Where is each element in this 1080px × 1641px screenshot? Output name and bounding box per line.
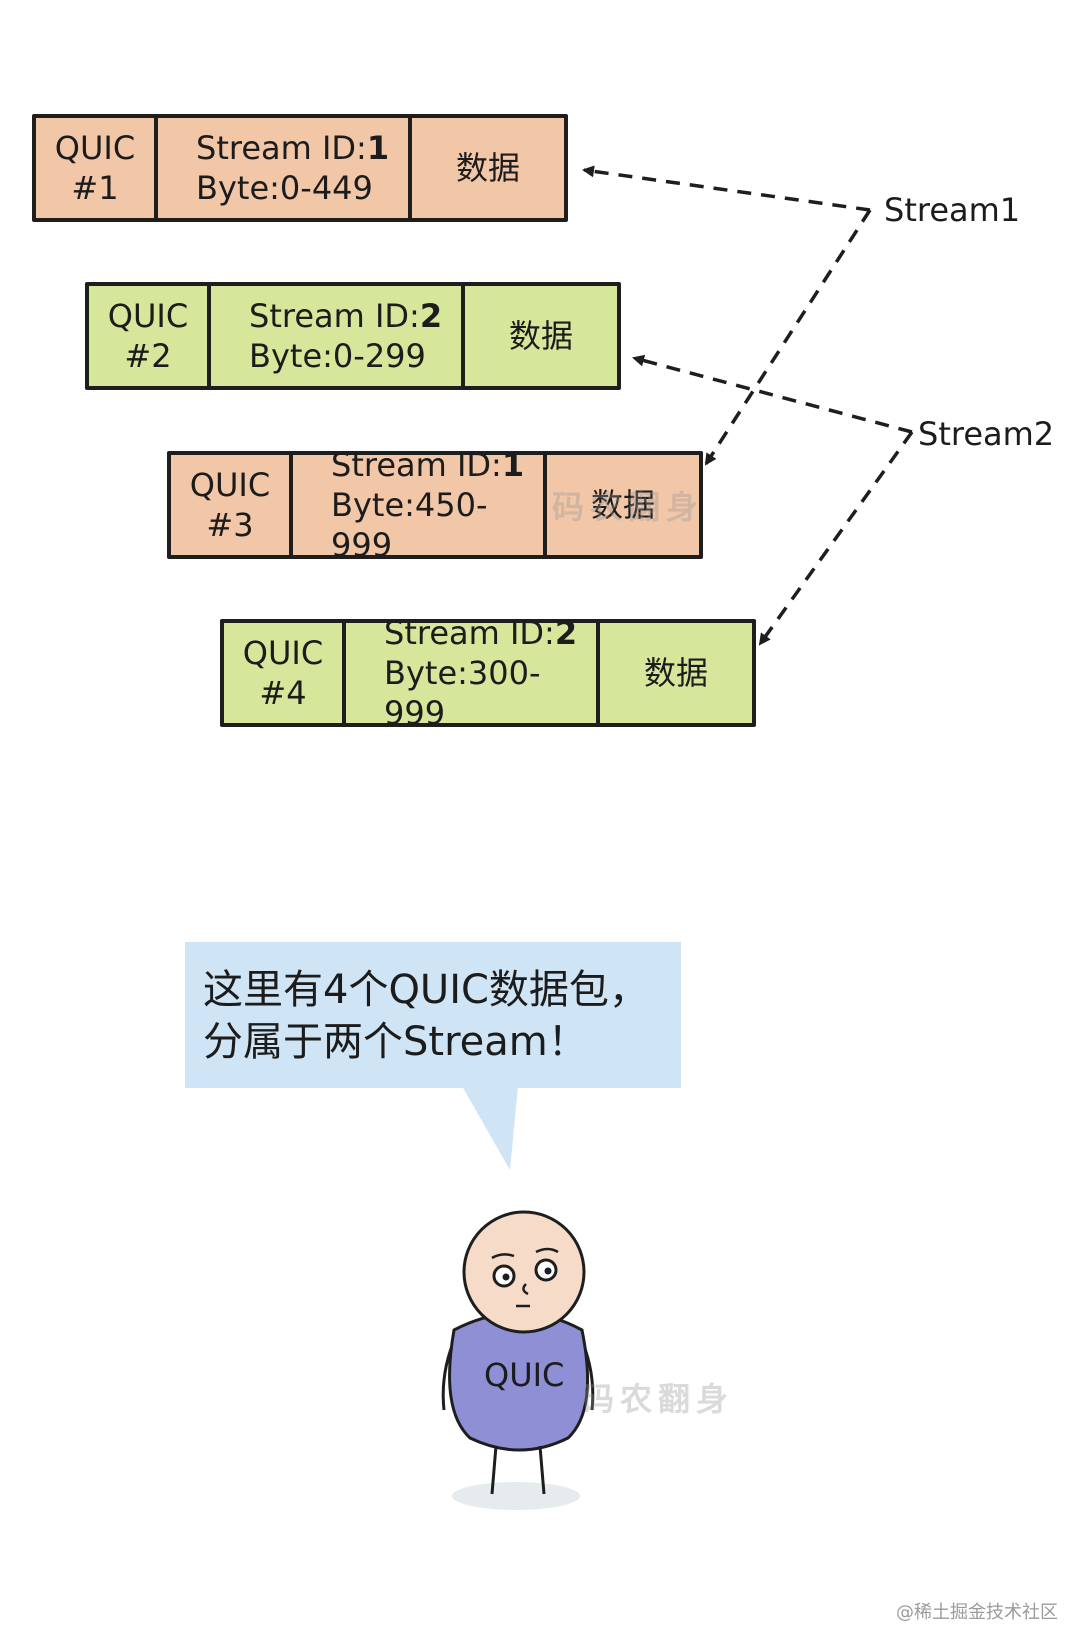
stream-id-value: 1 [501,446,525,484]
stream2-label: Stream2 [918,415,1055,453]
arrow-stream1-to-packet1 [582,165,871,212]
byte-range: Byte:300-999 [384,654,541,732]
packet-header-cell: Stream ID:1 Byte:0-449 [154,118,408,218]
packet-number: #2 [124,337,172,375]
stream-id-label: Stream ID: [384,614,555,652]
bubble-line-1: 这里有4个QUIC数据包， [203,967,649,1013]
packet-data-label: 数据 [455,149,520,187]
packet-id-cell: QUIC #3 [171,455,289,555]
stream-id-label: Stream ID: [331,446,502,484]
character-leg-right [538,1445,546,1495]
packet-protocol: QUIC [54,129,136,167]
arrow-stream2-to-packet4 [758,430,914,646]
packet-header-cell: Stream ID:2 Byte:300-999 [342,614,596,732]
packet-id-cell: QUIC #4 [224,623,342,723]
character-label: QUIC [484,1356,565,1394]
stream1-label: Stream1 [884,191,1021,229]
watermark-bottom: 码农翻身 [582,1380,735,1418]
quic-packet-2: QUIC #2 Stream ID:2 Byte:0-299 数据 [85,282,621,390]
source-credit: @稀土掘金技术社区 [896,1602,1058,1623]
quic-packet-3: QUIC #3 Stream ID:1 Byte:450-999 数据 [167,446,703,564]
byte-range: Byte:450-999 [331,486,488,564]
packet-id-cell: QUIC #1 [36,118,154,218]
packet-data-cell: 数据 [408,118,564,218]
stream-id-label: Stream ID: [196,129,367,167]
packet-header-cell: Stream ID:2 Byte:0-299 [207,286,461,386]
packet-data-cell: 数据 [596,623,752,723]
packet-number: #1 [71,169,119,207]
stream-id-value: 2 [554,614,578,652]
speech-bubble: 这里有4个QUIC数据包， 分属于两个Stream！ [185,942,681,1088]
packet-data-cell: 数据 [461,286,617,386]
stream-id-value: 2 [419,297,443,335]
packet-number: #3 [206,506,254,544]
packet-protocol: QUIC [189,466,271,504]
character-nose [522,1283,529,1296]
packet-data-cell: 数据 [543,455,699,555]
character-head [462,1210,586,1334]
byte-range: Byte:0-299 [249,337,426,375]
quic-packet-4: QUIC #4 Stream ID:2 Byte:300-999 数据 [220,614,756,732]
packet-data-label: 数据 [508,317,573,355]
packet-protocol: QUIC [107,297,189,335]
packet-number: #4 [259,674,307,712]
quic-packet-1: QUIC #1 Stream ID:1 Byte:0-449 数据 [32,114,568,222]
packet-header-cell: Stream ID:1 Byte:450-999 [289,446,543,564]
arrow-stream1-to-packet3 [704,209,872,466]
watermark-top: 码农翻身 [552,488,705,526]
bubble-line-2: 分属于两个Stream！ [203,1019,588,1065]
character-shadow [452,1482,580,1510]
packet-data-label: 数据 [590,486,655,524]
packet-id-cell: QUIC #2 [89,286,207,386]
packet-protocol: QUIC [242,634,324,672]
stream-id-value: 1 [366,129,390,167]
byte-range: Byte:0-449 [196,169,373,207]
character-leg-left [490,1445,498,1495]
stream-id-label: Stream ID: [249,297,420,335]
packet-data-label: 数据 [643,654,708,692]
